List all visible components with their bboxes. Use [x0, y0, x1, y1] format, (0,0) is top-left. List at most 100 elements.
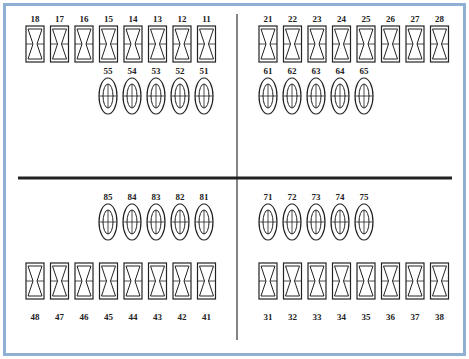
permanent-tooth	[198, 263, 216, 299]
tooth-mark	[259, 281, 266, 282]
tooth-outline	[382, 26, 400, 62]
tooth-number: 12	[177, 14, 188, 24]
tooth-mark	[180, 84, 181, 108]
tooth-mark	[333, 281, 340, 282]
tooth-mark	[295, 44, 302, 45]
tooth-outline	[431, 263, 449, 299]
permanent-tooth	[431, 263, 449, 299]
tooth-number: 36	[385, 312, 396, 322]
permanent-tooth	[173, 263, 191, 299]
tooth-number: 74	[335, 192, 346, 202]
tooth-mark	[132, 84, 133, 108]
tooth-number: 22	[287, 14, 298, 24]
tooth-mark	[124, 281, 131, 282]
primary-tooth	[307, 78, 325, 114]
tooth-outline	[284, 26, 302, 62]
tooth-number: 17	[54, 14, 65, 24]
tooth-outline	[283, 78, 301, 114]
tooth-mark	[173, 281, 180, 282]
tooth-number: 55	[103, 66, 114, 76]
tooth-mark	[111, 44, 118, 45]
tooth-mark	[108, 84, 109, 108]
permanent-tooth	[406, 26, 424, 62]
tooth-number: 48	[30, 312, 41, 322]
tooth-mark	[357, 44, 364, 45]
tooth-number: 16	[79, 14, 90, 24]
primary-tooth	[195, 204, 213, 240]
tooth-mark	[180, 210, 181, 234]
teeth-group	[26, 26, 449, 299]
tooth-outline	[100, 26, 118, 62]
tooth-outline	[307, 204, 325, 240]
tooth-mark	[442, 44, 449, 45]
permanent-tooth	[382, 26, 400, 62]
tooth-number: 64	[335, 66, 346, 76]
tooth-mark	[344, 281, 351, 282]
tooth-number: 51	[199, 66, 210, 76]
tooth-mark	[406, 281, 413, 282]
tooth-mark	[319, 281, 326, 282]
tooth-number: 28	[434, 14, 445, 24]
tooth-outline	[75, 26, 93, 62]
tooth-outline	[406, 263, 424, 299]
tooth-mark	[160, 44, 167, 45]
permanent-tooth	[406, 263, 424, 299]
tooth-mark	[51, 281, 58, 282]
permanent-tooth	[308, 26, 326, 62]
tooth-outline	[123, 204, 141, 240]
tooth-number: 82	[175, 192, 186, 202]
tooth-outline	[198, 26, 216, 62]
tooth-outline	[406, 26, 424, 62]
tooth-outline	[283, 204, 301, 240]
tooth-outline	[26, 26, 44, 62]
tooth-outline	[149, 263, 167, 299]
permanent-tooth	[259, 26, 277, 62]
tooth-number: 84	[127, 192, 138, 202]
primary-tooth	[171, 204, 189, 240]
primary-tooth	[99, 78, 117, 114]
permanent-tooth	[124, 26, 142, 62]
tooth-mark	[86, 44, 93, 45]
tooth-number: 38	[434, 312, 445, 322]
tooth-mark	[156, 210, 157, 234]
permanent-tooth	[284, 26, 302, 62]
tooth-outline	[333, 26, 351, 62]
primary-tooth	[147, 204, 165, 240]
primary-tooth	[331, 204, 349, 240]
tooth-number: 21	[263, 14, 274, 24]
tooth-outline	[123, 78, 141, 114]
tooth-outline	[124, 26, 142, 62]
tooth-mark	[62, 281, 69, 282]
tooth-outline	[171, 204, 189, 240]
tooth-mark	[75, 44, 82, 45]
tooth-number: 46	[79, 312, 90, 322]
tooth-number: 54	[127, 66, 138, 76]
tooth-mark	[198, 44, 205, 45]
tooth-mark	[292, 210, 293, 234]
tooth-mark	[406, 44, 413, 45]
tooth-outline	[173, 26, 191, 62]
tooth-number: 42	[177, 312, 188, 322]
tooth-mark	[135, 44, 142, 45]
permanent-tooth	[357, 26, 375, 62]
tooth-outline	[333, 263, 351, 299]
tooth-outline	[171, 78, 189, 114]
tooth-number: 15	[103, 14, 114, 24]
tooth-mark	[270, 44, 277, 45]
tooth-mark	[382, 44, 389, 45]
tooth-number: 73	[311, 192, 322, 202]
tooth-mark	[204, 210, 205, 234]
permanent-tooth	[26, 26, 44, 62]
tooth-mark	[295, 281, 302, 282]
primary-tooth	[259, 204, 277, 240]
tooth-outline	[198, 263, 216, 299]
tooth-outline	[259, 204, 277, 240]
tooth-mark	[340, 84, 341, 108]
tooth-number: 18	[30, 14, 41, 24]
primary-tooth	[355, 204, 373, 240]
tooth-number: 75	[359, 192, 370, 202]
permanent-tooth	[431, 26, 449, 62]
tooth-number: 61	[263, 66, 274, 76]
tooth-number: 27	[410, 14, 421, 24]
tooth-number: 23	[312, 14, 323, 24]
